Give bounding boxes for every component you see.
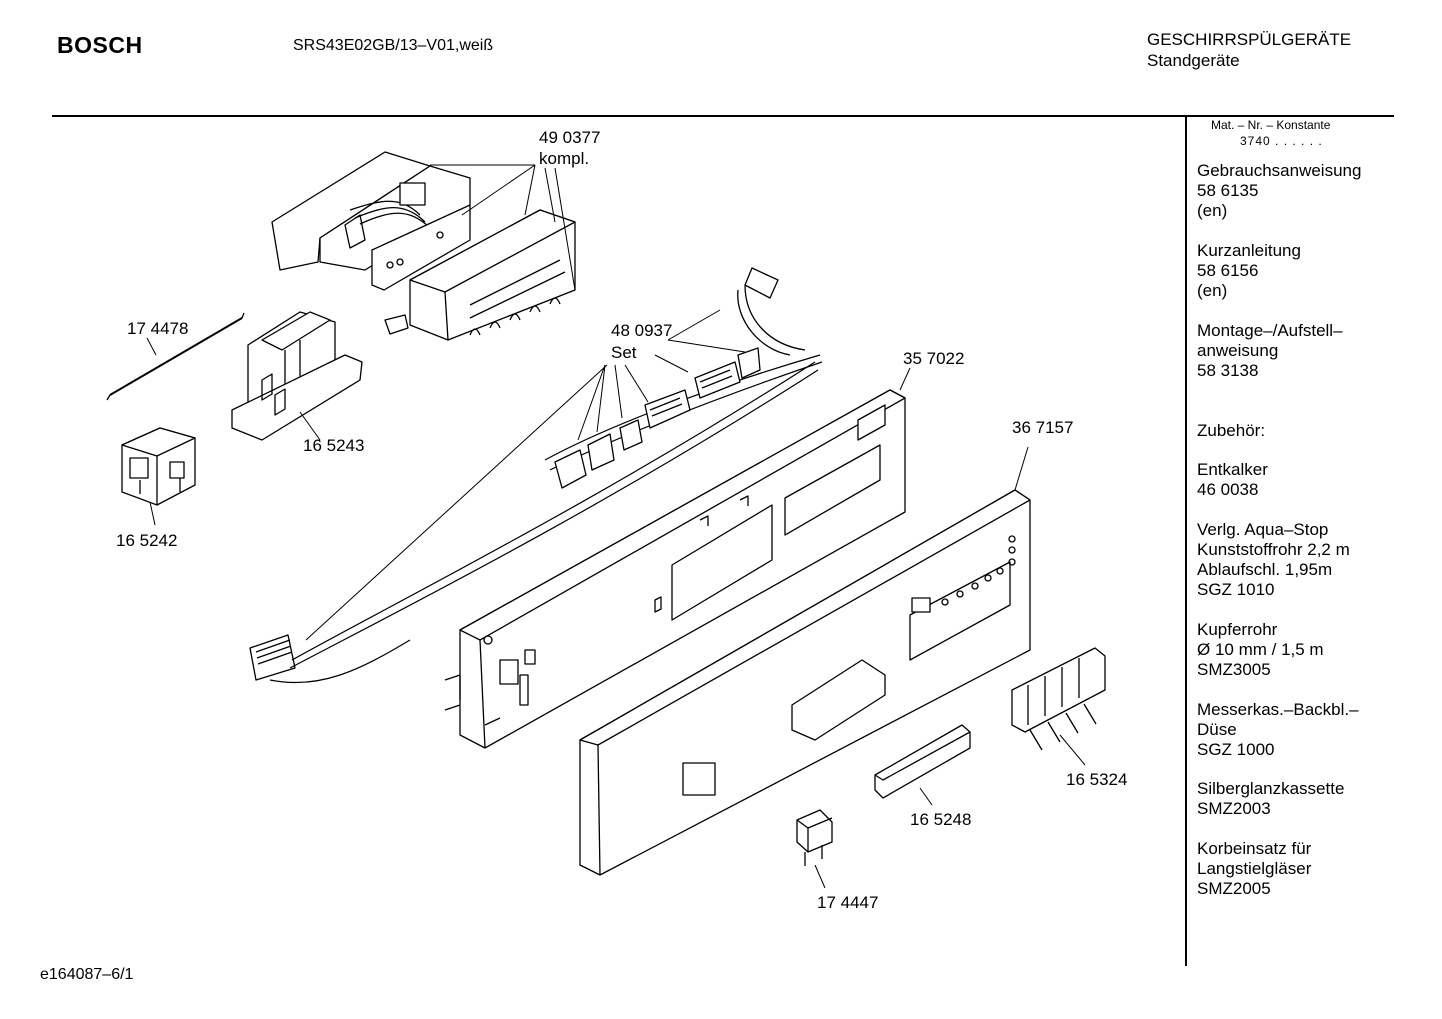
sidebar-item-line: 58 6156 [1197,261,1259,280]
sidebar-item: Kurzanleitung 58 6156 (en) [1197,241,1301,301]
category-title: GESCHIRRSPÜLGERÄTE [1147,30,1352,49]
sidebar-item-title: Verlg. Aqua–Stop [1197,520,1329,539]
sidebar-item-title: Montage–/Aufstell– [1197,321,1343,340]
sidebar-item-line: anweisung [1197,341,1279,360]
sidebar-item: Montage–/Aufstell– anweisung 58 3138 [1197,321,1343,381]
sidebar-item-title: Gebrauchsanweisung [1197,161,1362,180]
callout-165243: 16 5243 [303,436,364,455]
cover-strip-part [874,724,971,799]
sidebar-divider [1185,115,1187,966]
sidebar-item-title: Messerkas.–Backbl.– [1197,700,1359,719]
sidebar-item-line: Düse [1197,720,1237,739]
sidebar-item: Gebrauchsanweisung 58 6135 (en) [1197,161,1361,221]
konstante-value: 3740 . . . . . . [1240,134,1323,148]
model-number: SRS43E02GB/13–V01,weiß [293,37,494,54]
sidebar-item-line: Ablaufschl. 1,95m [1197,560,1333,579]
front-fascia-part [579,489,1031,876]
callout-165242: 16 5242 [116,531,177,550]
sidebar-item: Verlg. Aqua–Stop Kunststoffrohr 2,2 m Ab… [1197,520,1350,600]
sidebar-item: Entkalker 46 0038 [1197,460,1268,500]
rod-part [106,312,245,401]
brand-logo: BOSCH [57,32,143,58]
konstante-label: Mat. – Nr. – Konstante [1211,118,1331,132]
sidebar-item-title: Entkalker [1197,460,1268,479]
sidebar-item-line: Kunststoffrohr 2,2 m [1197,540,1350,559]
header-divider [52,115,1394,117]
callout-174478: 17 4478 [127,319,188,338]
sidebar-item-title: Zubehör: [1197,421,1266,440]
control-module-part [271,151,576,341]
sidebar-item: Silberglanzkassette SMZ2003 [1197,779,1344,819]
button-set-part [1011,647,1106,751]
sidebar-item-title: Silberglanzkassette [1197,779,1345,798]
sidebar-item-title: Kupferrohr [1197,620,1278,639]
callout-480937: 48 0937 [611,321,672,340]
sidebar-item-line: (en) [1197,281,1228,300]
drawing-code: e164087–6/1 [40,966,134,983]
sidebar-item-title: Kurzanleitung [1197,241,1301,260]
category-subtitle: Standgeräte [1147,51,1240,70]
sidebar-item-line: 46 0038 [1197,480,1259,499]
switch-housing-part [231,311,363,441]
sidebar-item: Zubehör: [1197,421,1265,441]
callout-490377-kompl: kompl. [539,149,589,168]
inner-panel-part [444,389,906,749]
leader-lines [146,164,1086,889]
button-cap-part [796,809,833,866]
sidebar-item: Messerkas.–Backbl.– Düse SGZ 1000 [1197,700,1359,760]
sidebar-item-line: Ø 10 mm / 1,5 m [1197,640,1324,659]
sidebar-item: Kupferrohr Ø 10 mm / 1,5 m SMZ3005 [1197,620,1324,680]
sidebar-item-line: SMZ2003 [1197,799,1271,818]
cable-harness-part [249,267,823,684]
callout-357022: 35 7022 [903,349,964,368]
sidebar-item-line: SMZ3005 [1197,660,1271,679]
sidebar-item-line: SGZ 1000 [1197,740,1275,759]
callout-165324: 16 5324 [1066,770,1127,789]
sidebar-item-line: Langstielgläser [1197,859,1312,878]
sidebar-item-line: SMZ2005 [1197,879,1271,898]
sidebar-item-line: 58 3138 [1197,361,1259,380]
sidebar-item-title: Korbeinsatz für [1197,839,1312,858]
callout-490377: 49 0377 [539,128,600,147]
sidebar-item-line: SGZ 1010 [1197,580,1275,599]
sidebar-item: Korbeinsatz für Langstielgläser SMZ2005 [1197,839,1311,899]
callout-480937-set: Set [611,343,637,362]
switch-block-part [121,427,196,506]
sidebar-item-line: (en) [1197,201,1228,220]
callout-165248: 16 5248 [910,810,971,829]
sidebar-item-line: 58 6135 [1197,181,1259,200]
callout-174447: 17 4447 [817,893,878,912]
callout-367157: 36 7157 [1012,418,1073,437]
exploded-parts-drawing: 49 0377 kompl. 17 4478 48 0937 Set 35 70… [106,128,1127,912]
